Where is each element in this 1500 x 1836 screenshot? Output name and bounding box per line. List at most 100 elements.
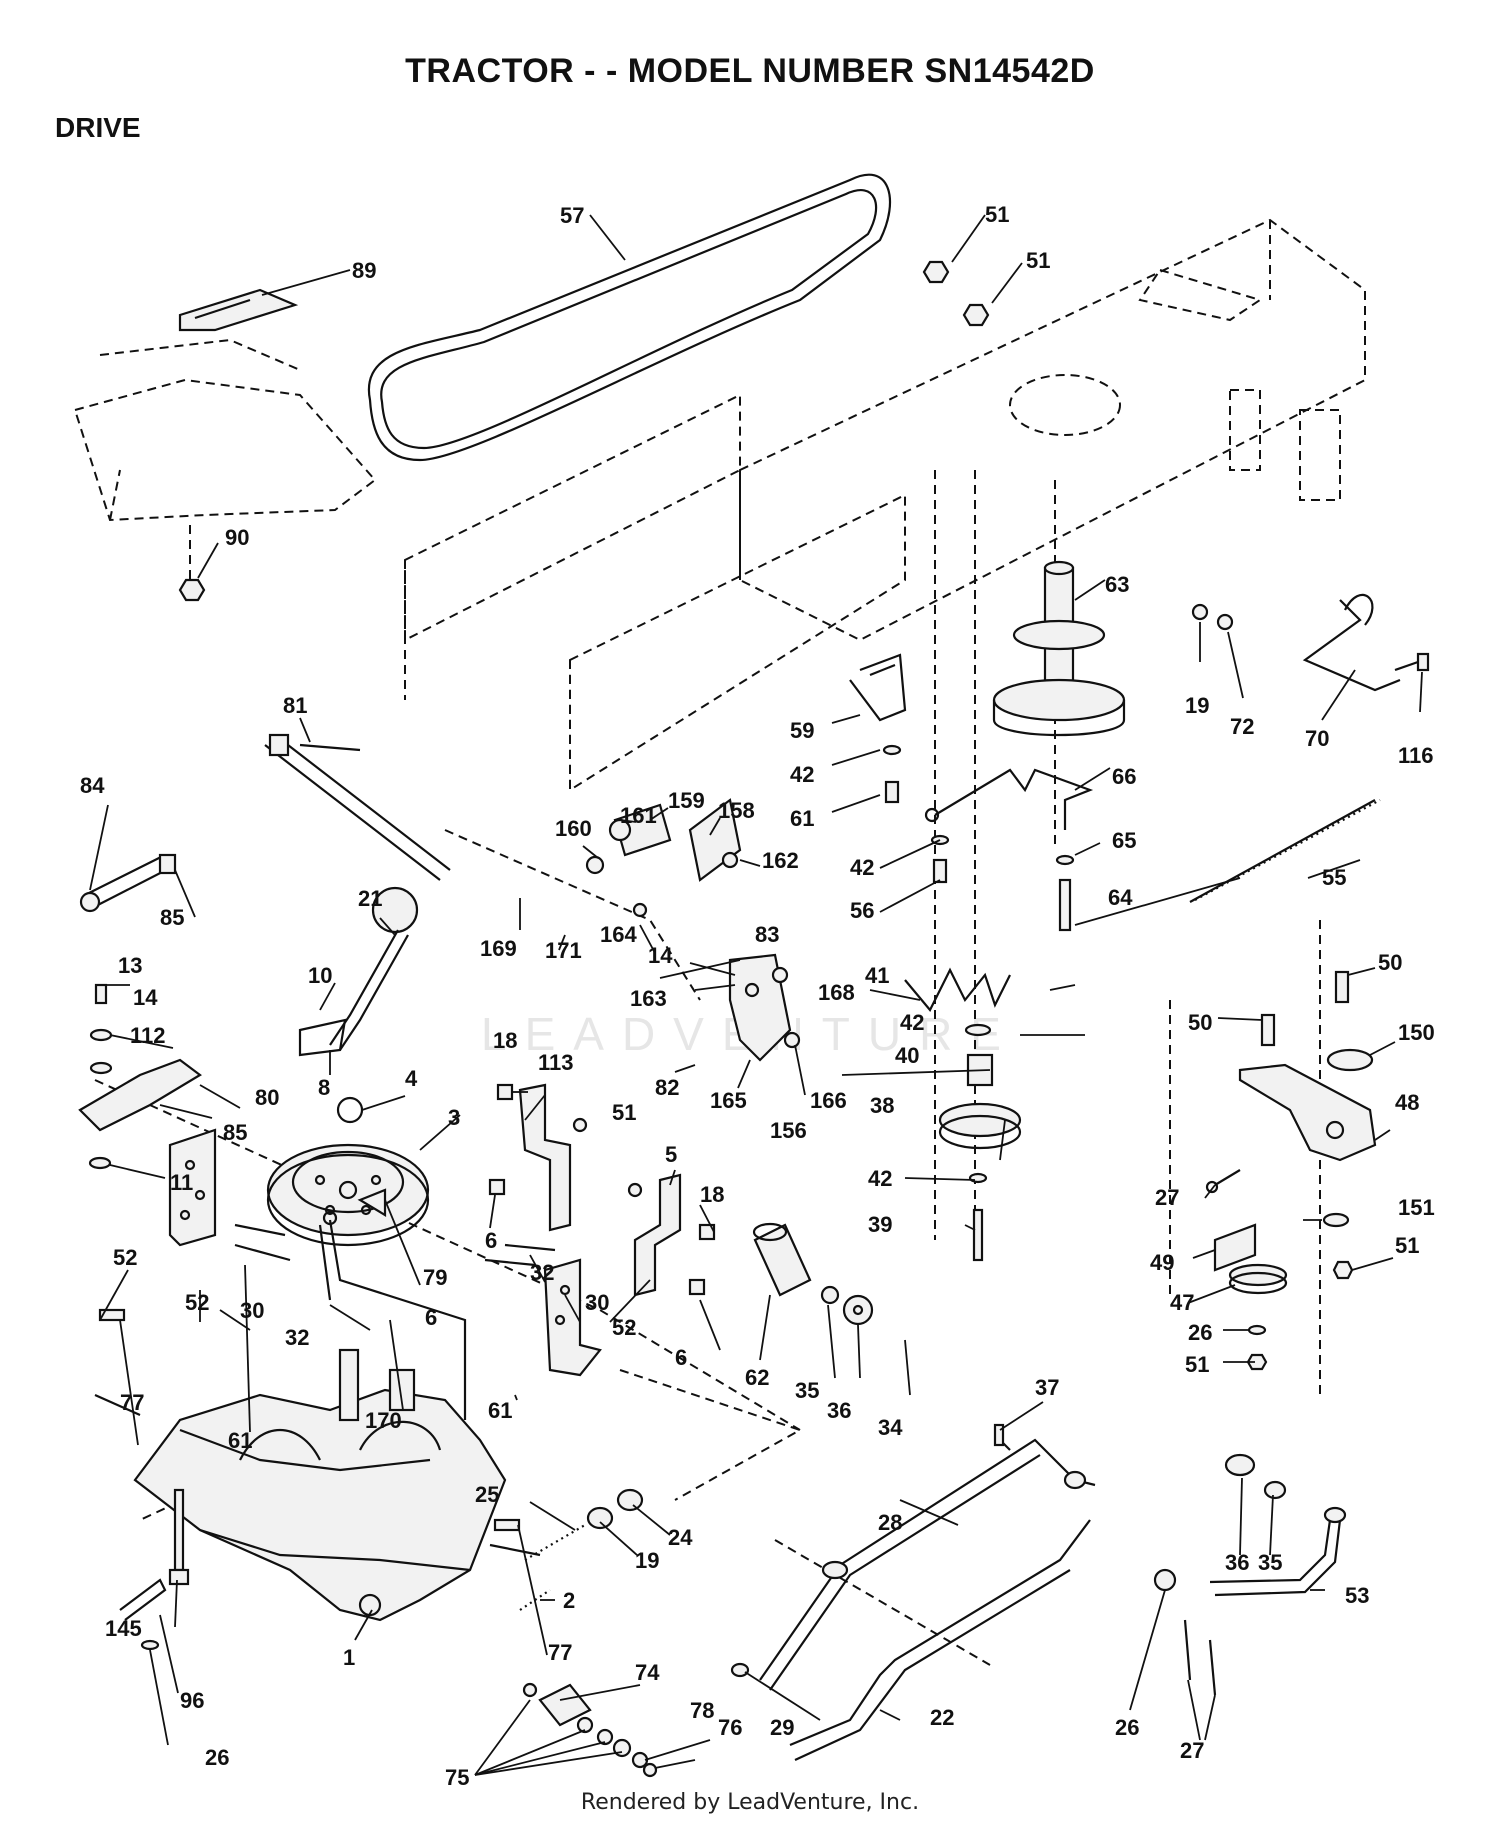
callout-13: 13 [118,953,142,978]
rod-41 [904,967,1011,1012]
hairpin-96-washer-26 [119,1578,167,1651]
callout-3: 3 [448,1105,460,1130]
clip-79 [357,1188,387,1217]
bolts-32 [234,1223,556,1267]
bushing-19-24 [586,1488,644,1530]
callout-48: 48 [1395,1090,1419,1115]
callout-4: 4 [405,1066,418,1091]
callout-113: 113 [538,1050,574,1075]
shift-lever-8 [298,929,409,1057]
callout-165: 165 [710,1088,747,1113]
callout-151: 151 [1398,1195,1435,1220]
callout-42: 42 [868,1166,892,1191]
callout-47: 47 [1170,1290,1194,1315]
footer-credit: Rendered by LeadVenture, Inc. [580,1790,920,1815]
callout-40: 40 [895,1043,919,1068]
section-title: DRIVE [55,112,141,143]
callout-42: 42 [790,762,814,787]
callout-51: 51 [1185,1352,1209,1377]
callout-52: 52 [113,1245,137,1270]
callout-25: 25 [475,1482,499,1507]
bracket-89 [178,288,299,332]
callout-163: 163 [630,986,667,1011]
idler-pulley-38 [938,1023,1022,1262]
callout-51: 51 [1395,1233,1419,1258]
callout-145: 145 [105,1616,142,1641]
callout-26: 26 [205,1745,229,1770]
callout-83: 83 [755,922,779,947]
callout-30: 30 [240,1298,264,1323]
callout-32: 32 [530,1260,554,1285]
callout-59: 59 [790,718,814,743]
callout-75: 75 [445,1765,469,1790]
callout-5: 5 [665,1142,677,1167]
callout-161: 161 [620,803,657,828]
callout-38: 38 [870,1093,894,1118]
bracket-165 [728,953,801,1062]
lever-84 [79,853,177,913]
retaining-ring-4 [336,1096,364,1124]
callout-82: 82 [655,1075,679,1100]
transaxle-pulley-3 [266,1143,430,1247]
callout-61: 61 [228,1428,252,1453]
page-title: TRACTOR - - MODEL NUMBER SN14542D [405,52,1095,90]
callout-50: 50 [1188,1010,1212,1035]
callout-51: 51 [612,1100,636,1125]
callout-169: 169 [480,936,517,961]
callout-34: 34 [878,1415,903,1440]
axle-key-77 [98,1308,521,1532]
callout-36: 36 [827,1398,851,1423]
callout-162: 162 [762,848,799,873]
callout-77: 77 [120,1390,144,1415]
callout-41: 41 [865,963,889,988]
washer-19-72 [1191,603,1234,631]
rod-28 [759,1438,1096,1691]
callout-32: 32 [285,1325,309,1350]
callout-35: 35 [1258,1550,1282,1575]
pulley-47-bracket-49 [1213,1212,1354,1371]
hex-nut-51-top [178,260,990,602]
callout-85: 85 [160,905,184,930]
engine-pulley-63 [992,560,1126,737]
washers-35-36 [820,1285,874,1326]
callout-10: 10 [308,963,332,988]
callout-11: 11 [170,1170,193,1195]
rod-53 [1209,1506,1347,1597]
bracket-5 [633,1173,682,1297]
callout-164: 164 [600,922,637,947]
callout-55: 55 [1322,865,1346,890]
callout-14: 14 [648,943,673,968]
callout-66: 66 [1112,764,1136,789]
callout-6: 6 [485,1228,497,1253]
callout-29: 29 [770,1715,794,1740]
callout-27: 27 [1180,1738,1204,1763]
callout-6: 6 [425,1305,437,1330]
bolts-18-6 [488,1083,716,1296]
callout-156: 156 [770,1118,807,1143]
callout-57: 57 [560,203,584,228]
callout-85: 85 [223,1120,247,1145]
rod-59 [849,653,907,722]
callout-35: 35 [795,1378,819,1403]
callout-18: 18 [493,1028,517,1053]
callout-52: 52 [185,1290,209,1315]
callout-53: 53 [1345,1583,1369,1608]
callout-30: 30 [585,1290,609,1315]
callout-170: 170 [365,1408,402,1433]
bracket-80 [78,983,202,1170]
callout-159: 159 [668,788,705,813]
callout-90: 90 [225,525,249,550]
rod-66 [924,768,1094,830]
callout-37: 37 [1035,1375,1059,1400]
callout-150: 150 [1398,1020,1435,1045]
washers-26-36-35-bottom [730,1423,1287,1678]
mounting-bracket-30-left [168,1128,217,1247]
transaxle-1 [94,1348,541,1622]
callout-89: 89 [352,258,376,283]
callout-160: 160 [555,816,592,841]
callout-2: 2 [563,1588,575,1613]
callout-50: 50 [1378,950,1402,975]
bolt-145 [168,1488,190,1586]
callout-76: 76 [718,1715,742,1740]
callout-166: 166 [810,1088,847,1113]
